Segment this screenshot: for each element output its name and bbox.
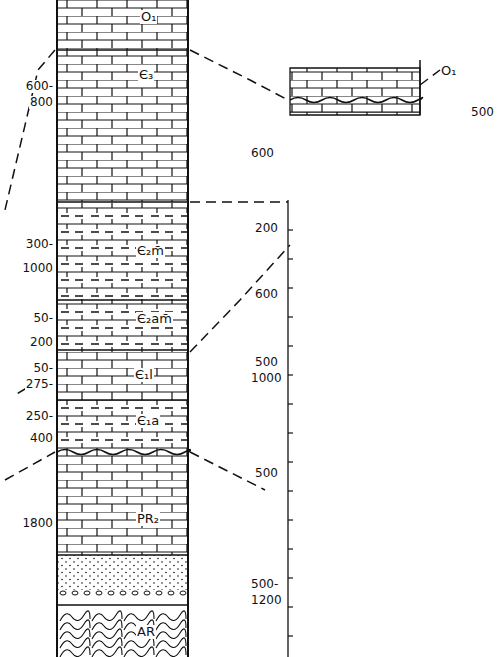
stratum-band: PR₂ — [57, 452, 188, 605]
thickness-label: 500 — [254, 467, 279, 480]
unit-label: AR — [136, 625, 156, 639]
stratum-band: Є₁l — [57, 350, 188, 400]
unit-label: Є₂am̄ — [136, 312, 173, 326]
unit-label: PR₂ — [136, 512, 160, 526]
unit-label: O₁ — [440, 64, 457, 78]
unit-label: Є₂m̄ — [136, 244, 165, 258]
stratum-band: O₁ — [290, 68, 420, 115]
stratum-band: Є₁a — [57, 400, 188, 452]
unit-label: O₁ — [140, 10, 157, 24]
thickness-label: 1000 — [21, 262, 54, 275]
thickness-label: 300- — [25, 238, 54, 251]
thickness-label: 50- — [32, 312, 54, 325]
thickness-label: 1200 — [250, 594, 283, 607]
thickness-label: 200 — [29, 336, 54, 349]
thickness-label: 50- — [32, 362, 54, 375]
thickness-label: 500 — [470, 106, 495, 119]
thickness-label: 200 — [254, 222, 279, 235]
unit-label: Є₁a — [136, 414, 160, 428]
thickness-label: 500- — [250, 578, 279, 591]
thickness-label: 250- — [25, 410, 54, 423]
stratum-band: AR — [57, 605, 188, 657]
stratum-band: O₁ — [57, 0, 188, 50]
stratum-band: Є₂am̄ — [57, 300, 188, 350]
thickness-label: 800 — [29, 96, 54, 109]
thickness-label: 1000 — [250, 372, 283, 385]
thickness-label: 600 — [254, 288, 279, 301]
thickness-label: 275- — [25, 378, 54, 391]
thickness-label: 500 — [254, 356, 279, 369]
thickness-label: 600- — [25, 80, 54, 93]
stratum-band: Є₃ — [57, 50, 188, 202]
unit-label: Є₃ — [138, 68, 154, 82]
stratum-band: Є₂m̄ — [57, 202, 188, 300]
thickness-label: 400 — [29, 432, 54, 445]
thickness-label: 600 — [250, 147, 275, 160]
thickness-label: 1800 — [21, 517, 54, 530]
unit-label: Є₁l — [134, 368, 154, 382]
